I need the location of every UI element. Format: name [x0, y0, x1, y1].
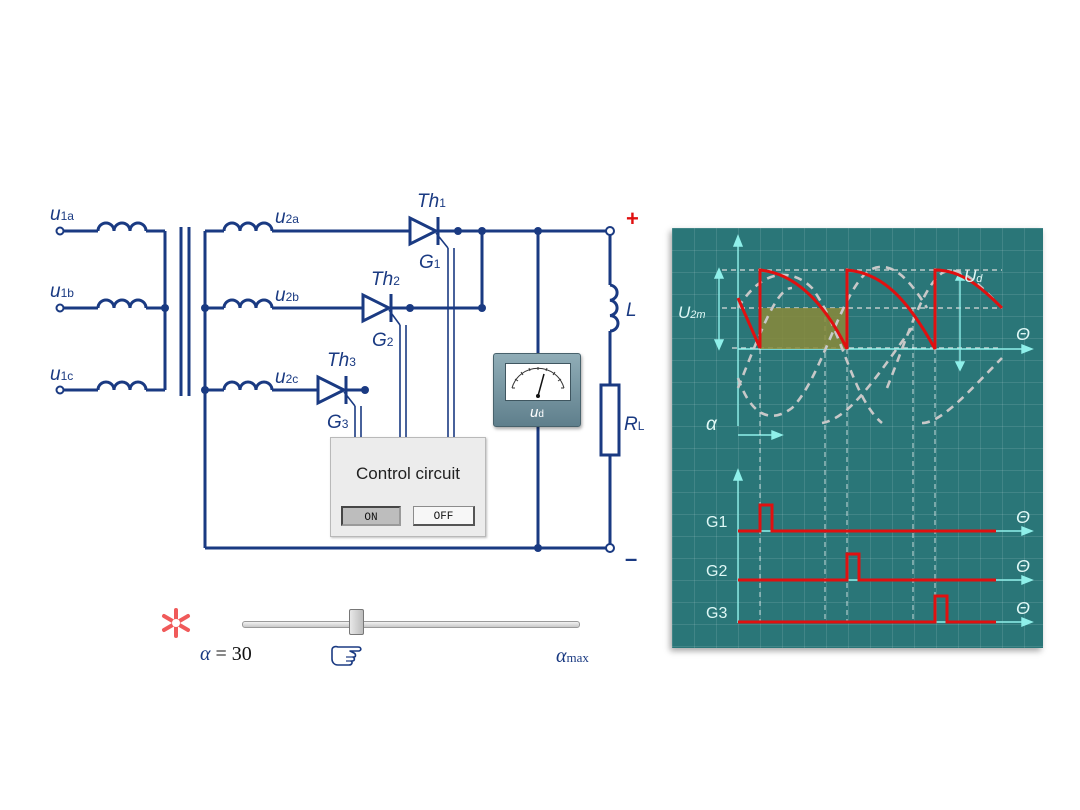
- off-button[interactable]: OFF: [413, 506, 475, 526]
- thyristor-th2: [361, 292, 410, 326]
- secondary-coils: [222, 221, 274, 391]
- alpha-readout: α = 30: [200, 643, 252, 665]
- meter-face: [505, 363, 571, 401]
- alpha-slider-track[interactable]: [242, 621, 580, 628]
- label-g2-trace: G2: [706, 563, 727, 580]
- voltmeter-ud: ud: [493, 353, 581, 427]
- label-plus: +: [626, 206, 639, 231]
- alpha-slider-thumb[interactable]: [349, 609, 364, 635]
- meter-label: ud: [530, 404, 544, 421]
- label-u2b: u2b: [275, 285, 299, 306]
- resistor-rl: [599, 383, 621, 457]
- oscilloscope-panel: U2m Ud Θ α G1 G2 G3 Θ Θ Θ: [672, 228, 1043, 648]
- control-circuit-title: Control circuit: [356, 464, 460, 483]
- label-inductor: L: [626, 300, 637, 321]
- label-u2a: u2a: [275, 207, 299, 228]
- primary-coils: [96, 221, 148, 391]
- input-terminals: [55, 226, 65, 395]
- reset-star-icon[interactable]: [160, 607, 192, 639]
- meter-scale-icon: [511, 367, 565, 398]
- label-theta-g3: Θ: [1016, 598, 1030, 618]
- output-voltage-curve: [736, 268, 1004, 350]
- waveform-display: U2m Ud Θ α G1 G2 G3 Θ Θ Θ: [678, 234, 1034, 628]
- transformer-core: [179, 227, 191, 396]
- alpha-max-label: αmax: [556, 645, 589, 667]
- label-resistor: RL: [624, 414, 645, 435]
- label-u2m: U2m: [678, 303, 706, 322]
- label-g1-trace: G1: [706, 514, 727, 531]
- average-area: [760, 308, 847, 349]
- label-u1b: u1b: [50, 281, 74, 302]
- gate-pulses: [738, 503, 996, 624]
- label-ud: Ud: [964, 267, 983, 286]
- inductor-l: [609, 283, 620, 333]
- output-terminal-plus: [605, 226, 615, 236]
- label-minus: –: [625, 546, 637, 571]
- label-g1: G1: [419, 252, 441, 273]
- thyristor-th1: [408, 215, 458, 249]
- label-g2: G2: [372, 330, 394, 351]
- label-theta-g1: Θ: [1016, 507, 1030, 527]
- label-theta-g2: Θ: [1016, 556, 1030, 576]
- label-alpha: α: [706, 414, 718, 435]
- pointing-hand-icon[interactable]: [328, 641, 374, 669]
- on-button[interactable]: ON: [341, 506, 401, 526]
- label-u1a: u1a: [50, 204, 74, 225]
- control-circuit-panel: Control circuit ON OFF: [330, 437, 486, 537]
- label-th2: Th2: [371, 269, 400, 290]
- label-g3-trace: G3: [706, 605, 727, 622]
- thyristor-th3: [316, 374, 365, 407]
- label-th1: Th1: [417, 191, 446, 212]
- label-u2c: u2c: [275, 367, 298, 388]
- alpha-slider[interactable]: [242, 609, 580, 635]
- label-th3: Th3: [327, 350, 356, 371]
- output-terminal-minus: [605, 543, 615, 553]
- label-theta-top: Θ: [1016, 324, 1030, 344]
- label-u1c: u1c: [50, 364, 73, 385]
- label-g3: G3: [327, 412, 349, 433]
